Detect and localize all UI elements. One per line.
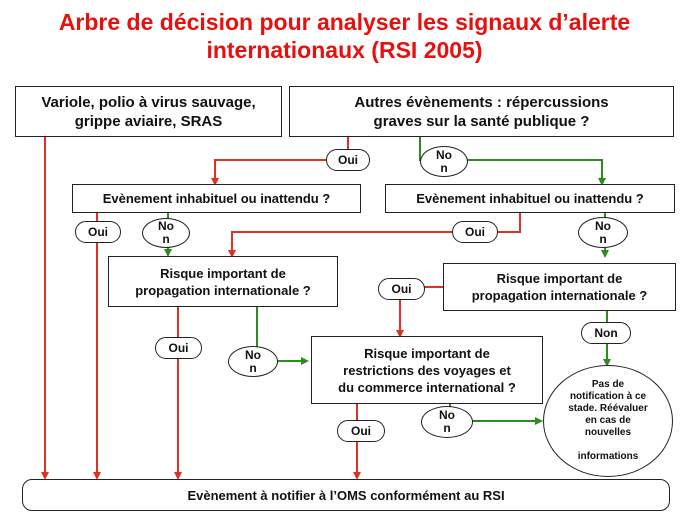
title-line-1: Arbre de décision pour analyser les sign… — [58, 9, 631, 35]
label-oui-left: Oui — [75, 221, 121, 243]
ellipse-pas-de-notification: Pas de notification à ce stade. Réévalue… — [543, 365, 673, 477]
label-non-restrictions: No n — [421, 406, 473, 438]
title-line-2: internationaux (RSI 2005) — [206, 37, 483, 63]
arrow-inhab-right-oui — [228, 213, 521, 258]
label-oui-risque-left: Oui — [155, 337, 202, 359]
box-autres-evenements: Autres évènements : répercussions graves… — [289, 86, 674, 137]
label-oui-top: Oui — [326, 149, 370, 171]
box-variole: Variole, polio à virus sauvage, grippe a… — [15, 86, 282, 137]
box-risque-left: Risque important de propagation internat… — [108, 256, 338, 307]
label-non-right: No n — [578, 217, 628, 248]
label-oui-restrictions: Oui — [337, 420, 385, 442]
box-inhabituel-right: Evènement inhabituel ou inattendu ? — [385, 184, 675, 213]
box-restrictions: Risque important de restrictions des voy… — [311, 336, 543, 404]
label-non-risque-left: No n — [228, 346, 278, 377]
label-oui-risque-right: Oui — [378, 278, 425, 300]
box-risque-right: Risque important de propagation internat… — [443, 263, 676, 311]
box-notifier-oms: Evènement à notifier à l’OMS conformémen… — [22, 479, 670, 511]
label-non-left: No n — [142, 218, 190, 248]
label-oui-mid: Oui — [452, 221, 498, 243]
arrow-autres-oui — [211, 137, 349, 186]
box-inhabituel-left: Evènement inhabituel ou inattendu ? — [72, 184, 361, 213]
label-non-top: No n — [420, 146, 468, 177]
label-non-risque-right: Non — [581, 322, 631, 344]
arrow-autres-non — [419, 137, 606, 186]
